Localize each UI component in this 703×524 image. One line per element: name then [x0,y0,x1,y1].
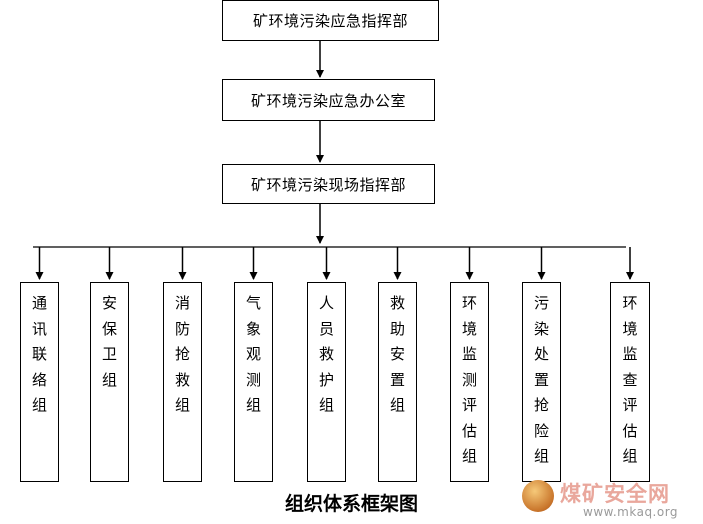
group-label: 通讯联络组 [32,294,48,414]
watermark-url: www.mkaq.org [583,505,679,519]
group-label: 人员救护组 [319,294,335,414]
command-center-box: 矿环境污染应急指挥部 [222,0,439,41]
mine-emblem-icon [522,480,554,512]
group-box: 消防抢救组 [163,282,202,482]
command-center-label: 矿环境污染应急指挥部 [252,12,408,30]
group-label: 环境监查评估组 [622,294,638,465]
group-box: 环境监查评估组 [610,282,650,482]
emergency-office-label: 矿环境污染应急办公室 [250,91,406,110]
group-label: 救助安置组 [390,294,406,414]
group-label: 气象观测组 [246,294,262,414]
emergency-office-box: 矿环境污染应急办公室 [222,79,435,121]
group-label: 污染处置抢险组 [534,294,550,465]
group-drop-arrows [35,247,634,280]
group-box: 气象观测组 [234,282,273,482]
watermark-logo: 煤矿安全网 www.mkaq.org [520,474,703,524]
group-box: 人员救护组 [307,282,346,482]
group-box: 安保卫组 [90,282,129,482]
field-command-label: 矿环境污染现场指挥部 [250,175,406,194]
field-command-box: 矿环境污染现场指挥部 [222,164,435,204]
group-box: 污染处置抢险组 [522,282,561,482]
watermark-name: 煤矿安全网 [560,481,670,506]
diagram-caption: 组织体系框架图 [284,493,418,515]
group-box: 通讯联络组 [20,282,59,482]
group-box: 环境监测评估组 [450,282,489,482]
group-label: 消防抢救组 [175,294,191,414]
group-label: 安保卫组 [102,294,118,389]
group-label: 环境监测评估组 [462,294,478,465]
group-box: 救助安置组 [378,282,417,482]
